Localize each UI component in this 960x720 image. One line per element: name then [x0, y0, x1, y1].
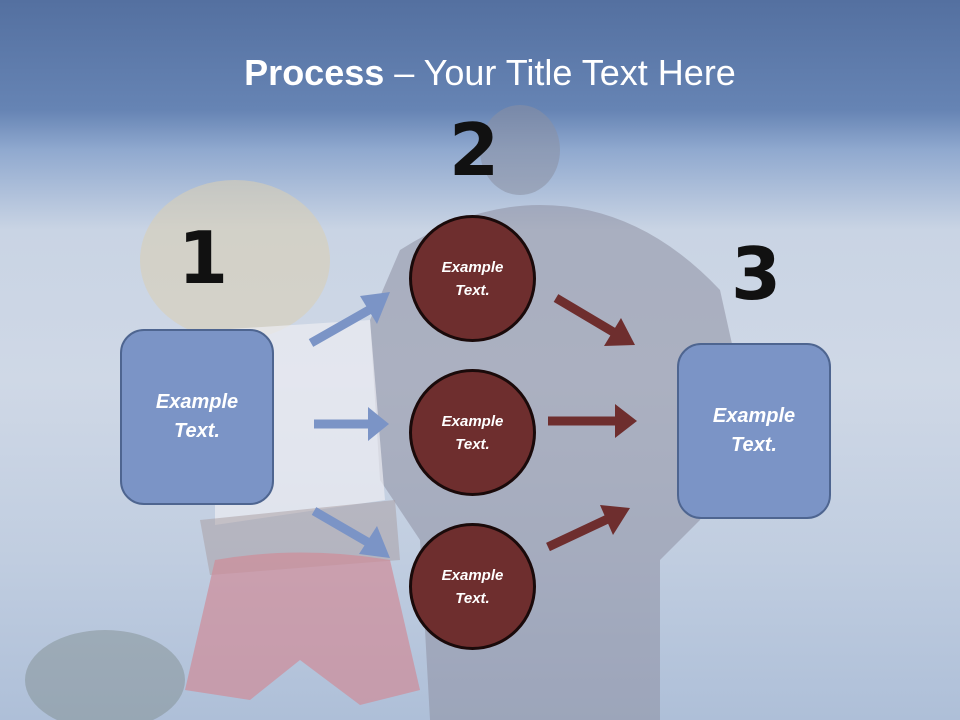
step-number-2: 2 — [449, 108, 500, 192]
title-bold: Process — [244, 52, 385, 93]
circle-bottom-line2: Text. — [455, 589, 490, 607]
circle-middle-line1: Example — [441, 412, 504, 430]
right-example-box[interactable]: Example Text. — [677, 343, 831, 519]
title-dash: – — [384, 52, 424, 93]
circle-top-line2: Text. — [455, 281, 490, 299]
process-circle-top[interactable]: Example Text. — [409, 215, 536, 342]
circle-middle-line2: Text. — [455, 435, 490, 453]
step-number-3: 3 — [731, 232, 782, 316]
step-number-1: 1 — [178, 216, 229, 300]
circle-bottom-line1: Example — [441, 566, 504, 584]
left-example-box[interactable]: Example Text. — [120, 329, 274, 505]
left-box-line2: Text. — [174, 420, 220, 442]
process-circle-middle[interactable]: Example Text. — [409, 369, 536, 496]
title-rest: Your Title Text Here — [423, 52, 736, 93]
circle-top-line1: Example — [441, 258, 504, 276]
right-box-line1: Example — [712, 405, 796, 427]
right-box-line2: Text. — [731, 434, 777, 456]
slide-title: Process – Your Title Text Here — [0, 52, 960, 94]
process-circle-bottom[interactable]: Example Text. — [409, 523, 536, 650]
left-box-line1: Example — [155, 391, 239, 413]
